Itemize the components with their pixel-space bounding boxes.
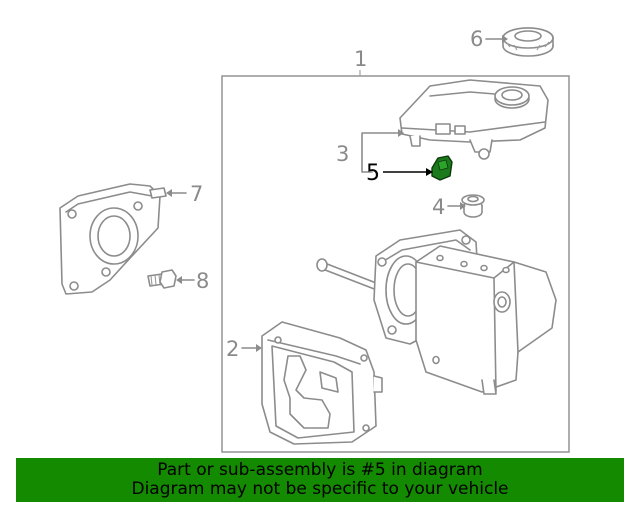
- electronic-control-module-part: [261, 321, 383, 445]
- callout-6: 6: [470, 27, 483, 51]
- modulator-valve-assembly: [316, 229, 557, 395]
- fluid-reservoir-part: [399, 79, 549, 160]
- callout-arrow-3: [398, 129, 404, 137]
- callout-arrow-8: [176, 276, 182, 284]
- callout-leader-3: [361, 132, 403, 173]
- banner-line-part-number: Part or sub-assembly is #5 in diagram: [157, 460, 483, 480]
- callout-1: 1: [354, 47, 367, 71]
- callout-4: 4: [432, 195, 445, 219]
- bolt-part: [147, 269, 177, 289]
- callout-arrow-5: [426, 168, 433, 176]
- banner-line-disclaimer: Diagram may not be specific to your vehi…: [131, 479, 509, 499]
- info-banner: Part or sub-assembly is #5 in diagram Di…: [16, 458, 624, 502]
- callout-3: 3: [336, 142, 349, 166]
- callout-arrow-6: [502, 35, 508, 43]
- callout-7: 7: [190, 182, 203, 206]
- callout-2: 2: [226, 337, 239, 361]
- mounting-bracket-part: [59, 183, 167, 295]
- callout-arrow-4: [460, 202, 466, 210]
- assembly-frame: [221, 75, 570, 453]
- callout-5: 5: [366, 161, 380, 186]
- parts-diagram: 1 6 3 5 4: [59, 27, 570, 453]
- grommet-part: [461, 194, 485, 218]
- callout-arrow-7: [166, 189, 172, 197]
- reservoir-cap-part: [502, 27, 554, 57]
- callout-arrow-2: [256, 344, 262, 352]
- callout-8: 8: [196, 269, 209, 293]
- fluid-level-sensor-part: [431, 155, 453, 181]
